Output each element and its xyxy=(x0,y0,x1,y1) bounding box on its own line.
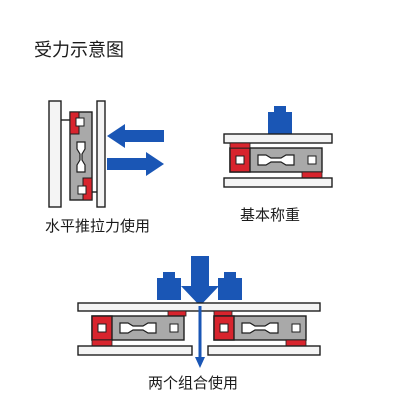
base-plate-right xyxy=(207,345,321,356)
pair-diagram xyxy=(77,256,321,368)
weighing-diagram xyxy=(223,106,333,188)
weight-icon xyxy=(218,272,242,300)
arrow-down-icon xyxy=(195,357,205,368)
base-plate xyxy=(223,177,333,188)
arrow-left-icon xyxy=(107,124,164,148)
weight-icon xyxy=(157,272,181,300)
diagram-title: 受力示意图 xyxy=(34,40,124,61)
base-plate-left xyxy=(77,345,193,356)
caption-push-pull: 水平推拉力使用 xyxy=(45,217,151,235)
left-top-mount xyxy=(167,310,187,317)
left-bottom-mount xyxy=(91,339,113,347)
side-plate xyxy=(96,100,106,208)
weight-icon xyxy=(268,106,292,134)
arrow-right-icon xyxy=(107,152,164,176)
caption-pair: 两个组合使用 xyxy=(148,374,239,392)
wall-plate xyxy=(48,100,62,208)
top-mount xyxy=(229,142,251,149)
right-load-cell xyxy=(213,315,307,341)
caption-weighing: 基本称重 xyxy=(240,206,301,224)
right-bottom-mount xyxy=(285,339,307,347)
bottom-mount xyxy=(301,171,323,179)
arrow-down-icon xyxy=(181,256,219,306)
right-top-mount xyxy=(213,310,233,317)
load-cell xyxy=(229,147,323,173)
push-pull-diagram xyxy=(48,100,164,208)
top-plate xyxy=(223,133,333,144)
load-cell xyxy=(69,111,93,201)
left-load-cell xyxy=(91,315,185,341)
